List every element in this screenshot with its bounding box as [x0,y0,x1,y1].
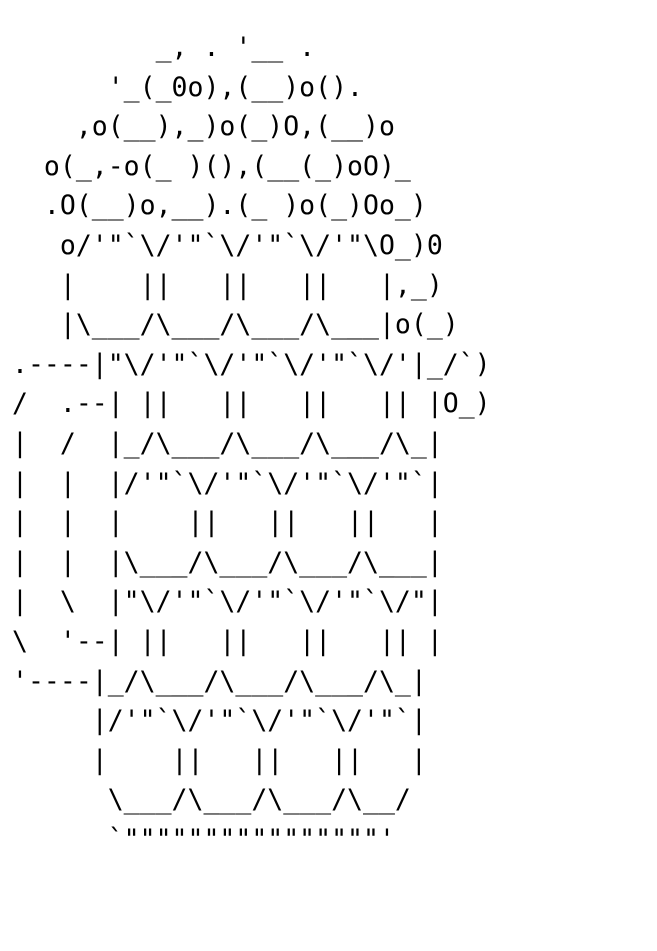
mug-body-line-2: |\___/\___/\___/\___|o(_) [12,309,459,341]
mug-body-line-1: | || || || |,_) [12,269,443,301]
mug-lower-body-line-2: | || || || | [12,744,427,776]
mug-handle-line-8: \ '--| || || || || | [12,625,443,657]
mug-handle-line-7: | \ |"\/'"`\/'"`\/'"`\/"| [12,586,443,618]
mug-bottom-line: `""""""""""""""""' [12,823,395,855]
mug-handle-line-3: | / |_/\___/\___/\___/\_| [12,427,443,459]
mug-handle-line-6: | | |\___/\___/\___/\___| [12,546,443,578]
foam-line-4: o(_,-o(_ )(),(__(_)oO)_ [12,150,411,182]
mug-handle-line-2: / .--| || || || || |O_) [12,388,491,420]
ascii-beer-mug-art: _, . '__ . '_(_0o),(__)o(). ,o(__),_)o(_… [12,28,491,859]
mug-handle-line-4: | | |/'"`\/'"`\/'"`\/'"`| [12,467,443,499]
foam-line-3: ,o(__),_)o(_)O,(__)o [12,111,395,143]
mug-base-line: \___/\___/\___/\__/ [12,784,411,816]
mug-handle-top-line: .----|"\/'"`\/'"`\/'"`\/'|_/`) [12,348,491,380]
foam-line-5: .O(__)o,__).(_ )o(_)Oo_) [12,190,427,222]
mug-handle-bottom-line: '----|_/\___/\___/\___/\_| [12,665,427,697]
mug-handle-line-5: | | | || || || | [12,507,443,539]
mug-rim-line: o/'"`\/'"`\/'"`\/'"\O_)0 [12,229,443,261]
mug-lower-body-line-1: |/'"`\/'"`\/'"`\/'"`| [12,705,427,737]
foam-line-2: '_(_0o),(__)o(). [12,71,363,103]
foam-line-1: _, . '__ . [12,32,316,63]
